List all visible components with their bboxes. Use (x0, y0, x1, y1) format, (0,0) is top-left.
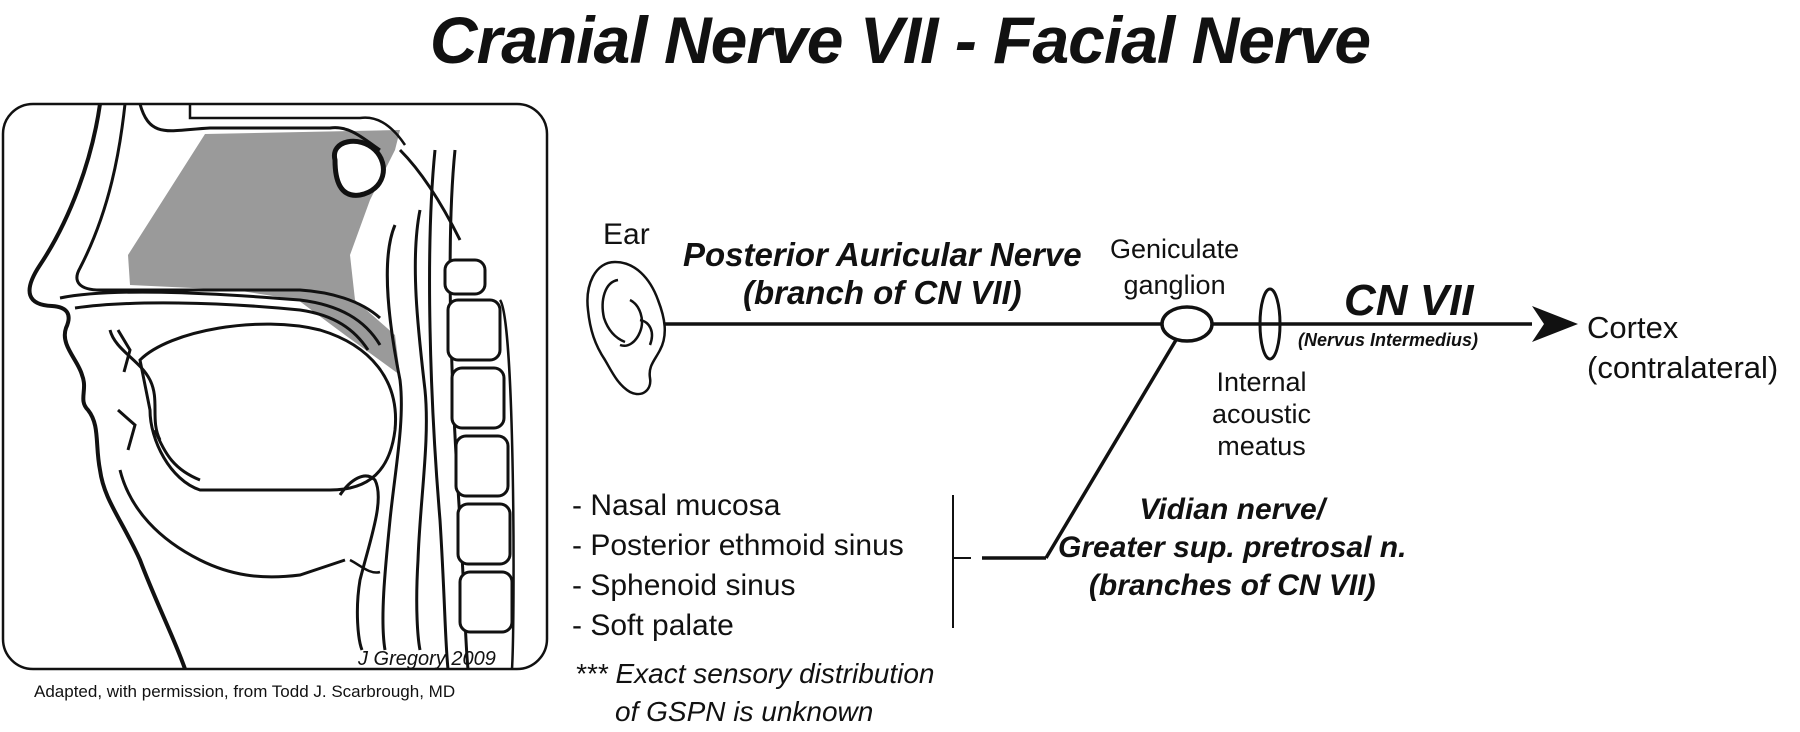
head-sagittal-illustration (1, 102, 549, 671)
spinal-cord (428, 149, 450, 670)
ear-label: Ear (603, 218, 650, 251)
footnote-line1: *** Exact sensory distribution (575, 658, 935, 689)
face-profile (27, 103, 187, 670)
vidian-line3: (branches of CN VII) (1088, 569, 1376, 602)
internal-acoustic-line1: Internal (1216, 367, 1307, 397)
posterior-auricular-line2: (branch of CN VII) (742, 274, 1022, 311)
list-item: - Soft palate (572, 609, 734, 642)
list-item: - Sphenoid sinus (572, 569, 796, 602)
footnote-line2: of GSPN is unknown (615, 696, 874, 727)
tongue (138, 322, 398, 492)
nervus-intermedius-label: (Nervus Intermedius) (1298, 330, 1479, 350)
geniculate-line1: Geniculate (1110, 234, 1240, 264)
larynx (338, 474, 380, 651)
nasal-cavity (75, 103, 382, 320)
vertebrae (443, 258, 514, 634)
cn-vii-label: CN VII (1344, 276, 1474, 325)
mandible (118, 469, 346, 579)
vidian-line2: Greater sup. pretrosal n. (1058, 531, 1407, 564)
hard-palate (59, 290, 382, 346)
internal-acoustic-meatus-label: Internal acoustic meatus (1212, 366, 1311, 462)
posterior-auricular-nerve-label: Posterior Auricular Nerve (branch of CN … (683, 236, 1082, 312)
geniculate-ganglion (1160, 305, 1214, 343)
internal-acoustic-meatus-ring (1258, 287, 1282, 361)
footnote: *** Exact sensory distribution of GSPN i… (575, 655, 935, 731)
shaded-sinus-region (128, 130, 400, 375)
list-item: - Posterior ethmoid sinus (572, 529, 904, 562)
cortex-line1: Cortex (1587, 310, 1679, 345)
internal-acoustic-line3: meatus (1217, 431, 1306, 461)
posterior-auricular-line1: Posterior Auricular Nerve (683, 236, 1082, 273)
vidian-branch-line (1044, 339, 1178, 559)
arrow-head (1532, 306, 1578, 342)
ear-icon (586, 260, 666, 396)
target-list: - Nasal mucosa - Posterior ethmoid sinus… (572, 486, 904, 646)
internal-acoustic-line2: acoustic (1212, 399, 1312, 429)
teeth (116, 329, 137, 451)
list-item: - Nasal mucosa (572, 489, 781, 522)
geniculate-line2: ganglion (1123, 270, 1226, 300)
pharynx (381, 224, 403, 651)
vidian-line1: Vidian nerve/ (1139, 493, 1326, 526)
artist-signature: J Gregory 2009 (358, 648, 496, 670)
geniculate-ganglion-label: Geniculate ganglion (1110, 231, 1239, 303)
cortex-label: Cortex (contralateral) (1587, 308, 1778, 388)
cortex-line2: (contralateral) (1587, 350, 1779, 385)
vidian-nerve-label: Vidian nerve/ Greater sup. pretrosal n. … (1058, 491, 1406, 605)
credit-caption: Adapted, with permission, from Todd J. S… (34, 682, 456, 701)
diagram-title: Cranial Nerve VII - Facial Nerve (429, 3, 1371, 77)
sphenoid-sinus (332, 138, 386, 198)
